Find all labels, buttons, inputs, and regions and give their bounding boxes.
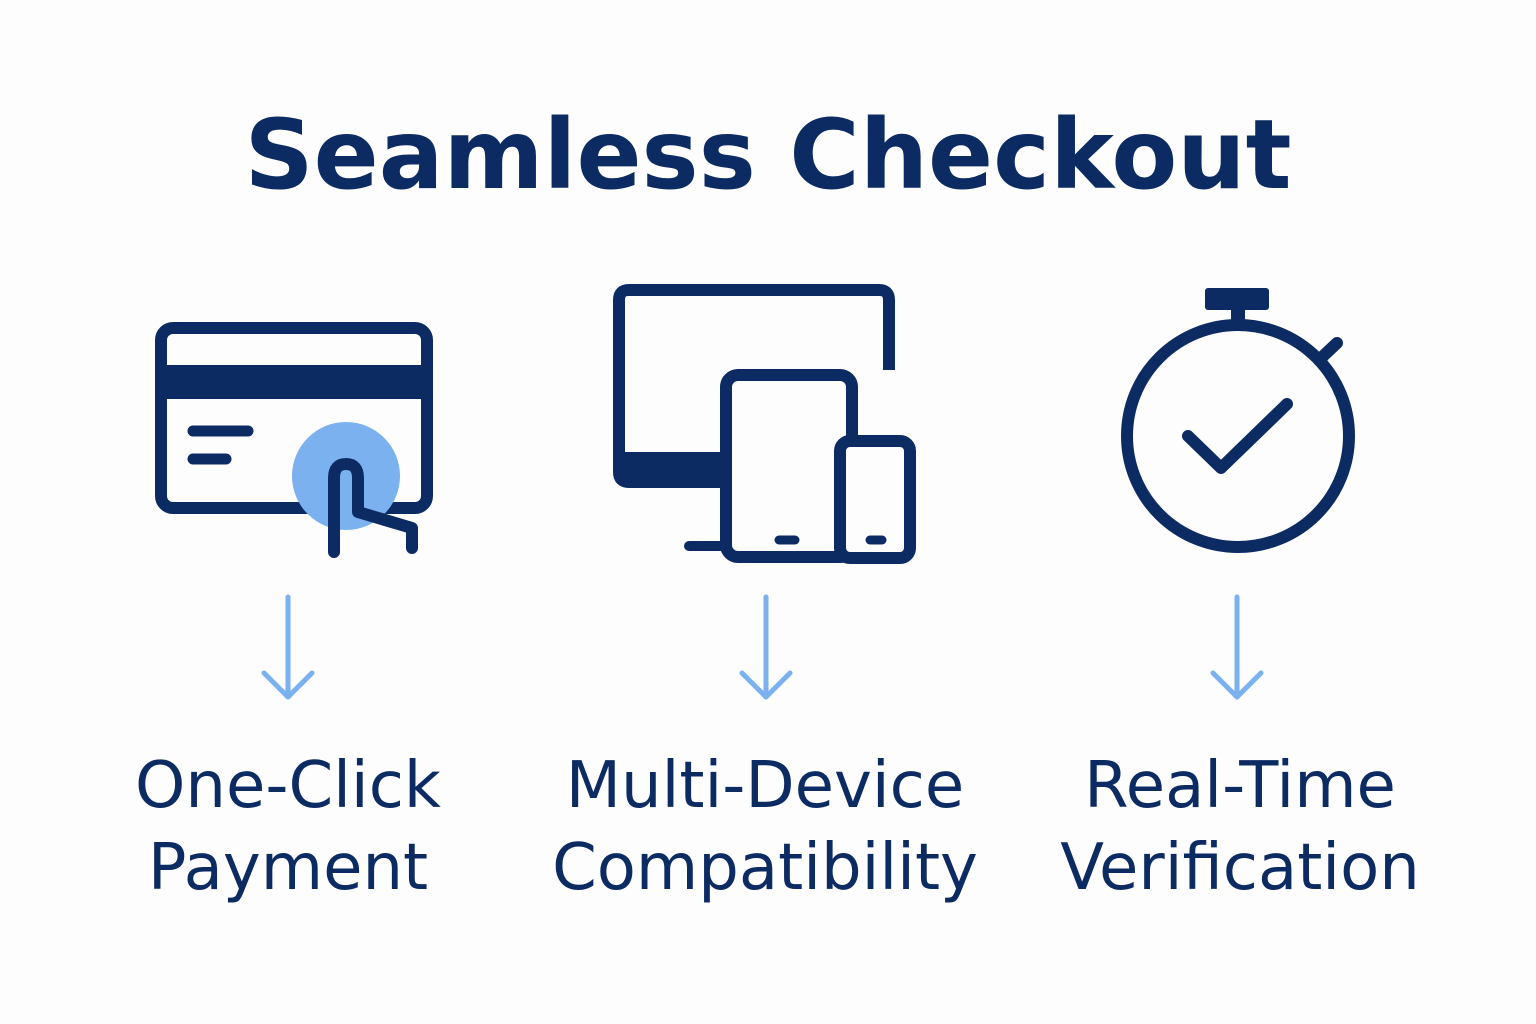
page-title: Seamless Checkout bbox=[244, 99, 1292, 211]
down-arrow-icon bbox=[739, 594, 793, 700]
down-arrow-icon bbox=[1210, 594, 1264, 700]
stopwatch-check-icon bbox=[1000, 280, 1480, 580]
feature-label-line: One-Click bbox=[135, 749, 441, 823]
multi-device-icon bbox=[525, 280, 1005, 580]
feature-label: Multi-Device Compatibility bbox=[525, 745, 1005, 909]
feature-real-time-verification: Real-Time Verification bbox=[1000, 280, 1480, 920]
feature-label-line: Payment bbox=[147, 831, 429, 905]
feature-multi-device-compatibility: Multi-Device Compatibility bbox=[525, 280, 1005, 920]
feature-label-line: Verification bbox=[1060, 831, 1420, 905]
feature-label: Real-Time Verification bbox=[1000, 745, 1480, 909]
down-arrow-icon bbox=[261, 594, 315, 700]
feature-label-line: Real-Time bbox=[1084, 749, 1396, 823]
feature-label-line: Compatibility bbox=[552, 831, 978, 905]
feature-one-click-payment: One-Click Payment bbox=[48, 280, 528, 920]
feature-label: One-Click Payment bbox=[48, 745, 528, 909]
credit-card-tap-icon bbox=[48, 280, 528, 580]
feature-label-line: Multi-Device bbox=[565, 749, 965, 823]
